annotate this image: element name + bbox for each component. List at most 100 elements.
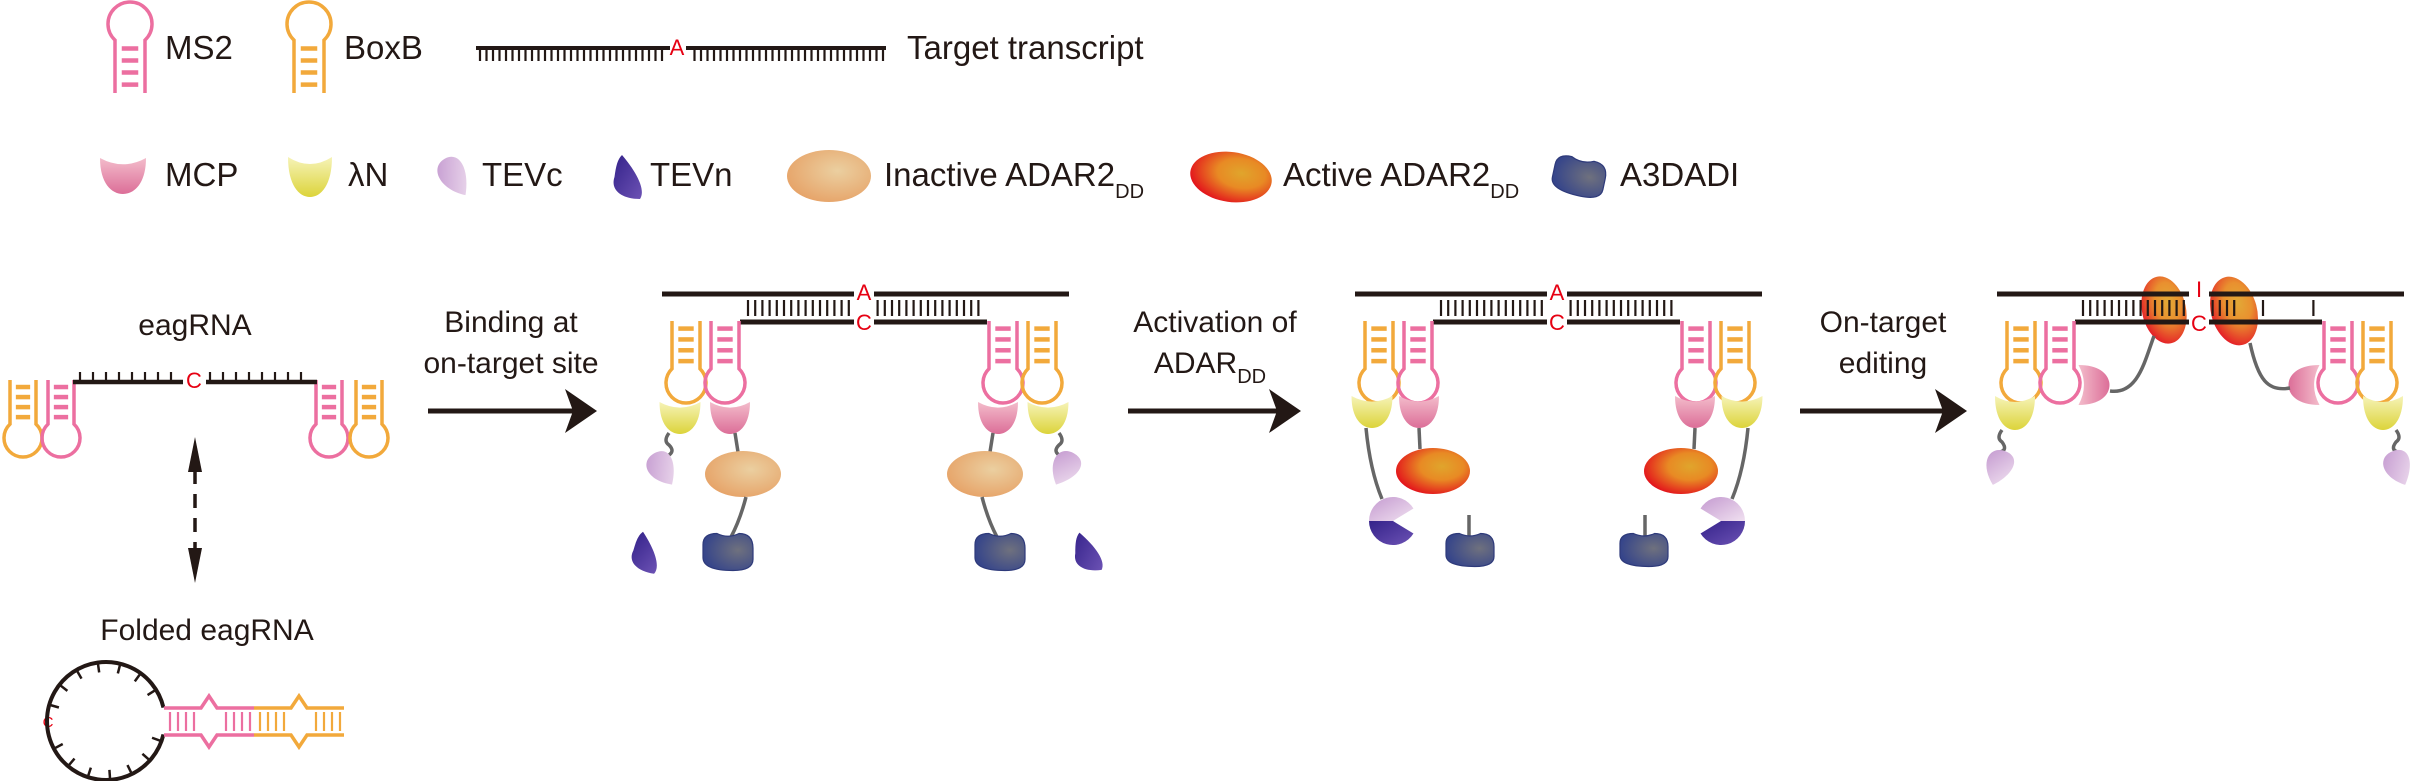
- edited-c-nucleotide: C: [2191, 311, 2207, 336]
- edited-duplex: [1997, 291, 2404, 325]
- legend-tevn-label: TEVn: [650, 156, 733, 193]
- lambda-n-protein: [1351, 396, 1393, 428]
- folded-eagrna-title: Folded eagRNA: [100, 614, 313, 647]
- tevn-icon: [613, 155, 642, 199]
- ms2-hairpin: [308, 380, 350, 459]
- tevc-reconstituted-half: [1369, 497, 1414, 521]
- legend-target-transcript-label: Target transcript: [907, 29, 1144, 66]
- loop-base-tick: [108, 769, 112, 780]
- legend-mcp-label: MCP: [165, 156, 238, 193]
- inactive-adar2dd-icon: [787, 150, 871, 202]
- step3-arrow: [1800, 389, 1967, 433]
- mcp-protein: [2078, 365, 2110, 405]
- lambda-n-protein: [1721, 396, 1763, 428]
- tevc-reconstituted-half: [1700, 497, 1745, 521]
- activated-duplex-base-pairs: [1439, 300, 1673, 316]
- hairpin-strand: [1020, 321, 1064, 405]
- hairpin-strand: [106, 0, 154, 93]
- legend-a3dadi-label: A3DADI: [1620, 156, 1739, 193]
- loop-base-tick: [141, 752, 151, 762]
- hairpin-strand: [2038, 321, 2082, 405]
- step2-label-line1: Activation of: [1133, 306, 1297, 339]
- boxb-hairpin: [2355, 321, 2399, 405]
- tevc-protein: [2383, 449, 2410, 485]
- loop-base-tick: [126, 764, 133, 775]
- inactive-adar2dd-protein: [705, 451, 781, 497]
- loop-base-tick: [116, 663, 122, 674]
- stem-strand-top: [164, 692, 254, 710]
- legend-ms2-label: MS2: [165, 29, 233, 66]
- legend-inactive-adar-text: Inactive ADAR2: [884, 156, 1115, 193]
- inactive-adar2dd-protein: [947, 451, 1023, 497]
- tevc-protein: [1052, 451, 1082, 485]
- tevc-icon: [437, 156, 467, 196]
- mcp-protein: [978, 402, 1018, 434]
- mcp-protein: [2288, 365, 2320, 405]
- boxb-hairpin-icon: [285, 0, 333, 93]
- loop-base-tick: [151, 736, 162, 743]
- active-adar2dd-protein: [1644, 448, 1718, 494]
- mcp-adar-linker: [2248, 342, 2291, 391]
- a3dadi-protein: [974, 532, 1026, 572]
- legend-active-adar-text: Active ADAR2: [1283, 156, 1490, 193]
- boxb-hairpin: [1020, 321, 1064, 405]
- step1-label-line1: Binding at: [444, 306, 578, 339]
- lambda-n-protein: [2363, 396, 2403, 430]
- loop-base-tick: [96, 662, 101, 673]
- loop-base-tick: [75, 669, 83, 680]
- ms2-hairpin-icon: [106, 0, 154, 93]
- stem-strand-bottom: [254, 733, 344, 751]
- binding-duplex-base-pairs: [746, 300, 980, 316]
- loop-base-tick: [146, 688, 157, 697]
- ms2-hairpin: [40, 380, 82, 459]
- tevc-protein: [646, 451, 674, 485]
- hairpin-strand: [348, 380, 390, 459]
- step1-label-line2: on-target site: [423, 347, 598, 380]
- ms2-hairpin: [703, 321, 747, 405]
- hairpin-strand: [308, 380, 350, 459]
- folded-eagrna: [45, 660, 344, 781]
- active-adar2dd-icon: [1190, 151, 1272, 203]
- boxb-hairpin: [1357, 321, 1401, 405]
- boxb-hairpin: [1713, 321, 1757, 405]
- mcp-protein: [710, 402, 750, 434]
- boxb-hairpin: [2, 380, 44, 459]
- boxb-hairpin: [664, 321, 708, 405]
- loop-base-tick: [133, 672, 142, 683]
- legend-target-adenosine: A: [670, 35, 685, 60]
- lambda-n-protein: [659, 402, 701, 434]
- eagrna-c-nucleotide: C: [186, 368, 202, 393]
- mcp-adar-linker: [988, 432, 995, 453]
- lambda-n-tevc-linker: [664, 431, 674, 457]
- lambda-n-tevc-linker: [1054, 431, 1064, 457]
- eagrna-guide-bases: [78, 372, 303, 382]
- lambda-n-tevc-linker: [2391, 428, 2401, 454]
- edited-inosine: I: [2196, 277, 2202, 302]
- tevn-protein: [631, 531, 657, 574]
- loop-base-tick: [48, 703, 60, 709]
- lambda-n-protein: [1027, 402, 1069, 434]
- a3dadi-protein: [702, 532, 754, 572]
- adar-a3dadi-linker: [980, 496, 999, 538]
- binding-duplex: [662, 291, 1069, 325]
- mcp-protein: [1675, 396, 1715, 428]
- loop-base-tick: [86, 767, 93, 778]
- step3-label-line1: On-target: [1820, 306, 1947, 339]
- ms2-hairpin: [1674, 321, 1718, 405]
- step3-label-line2: editing: [1839, 347, 1927, 380]
- folded-loop: [45, 660, 166, 781]
- boxb-hairpin: [1999, 321, 2043, 405]
- lambda-n-tev-linker: [1730, 427, 1750, 500]
- arrow-head: [1935, 389, 1967, 433]
- activated-c-nucleotide: C: [1549, 310, 1565, 335]
- legend-inactive-adar-label: Inactive ADAR2DD: [884, 156, 1144, 203]
- target-transcript-bases: [478, 48, 885, 61]
- arrow-head: [1269, 389, 1301, 433]
- lambda-n-tevc-linker: [1997, 428, 2007, 454]
- mcp-adar-linker: [2109, 335, 2156, 393]
- activated-a-nucleotide: A: [1550, 280, 1565, 305]
- hairpin-strand: [40, 380, 82, 459]
- a3dadi-protein: [1445, 532, 1495, 568]
- stem-strand-top: [254, 692, 344, 710]
